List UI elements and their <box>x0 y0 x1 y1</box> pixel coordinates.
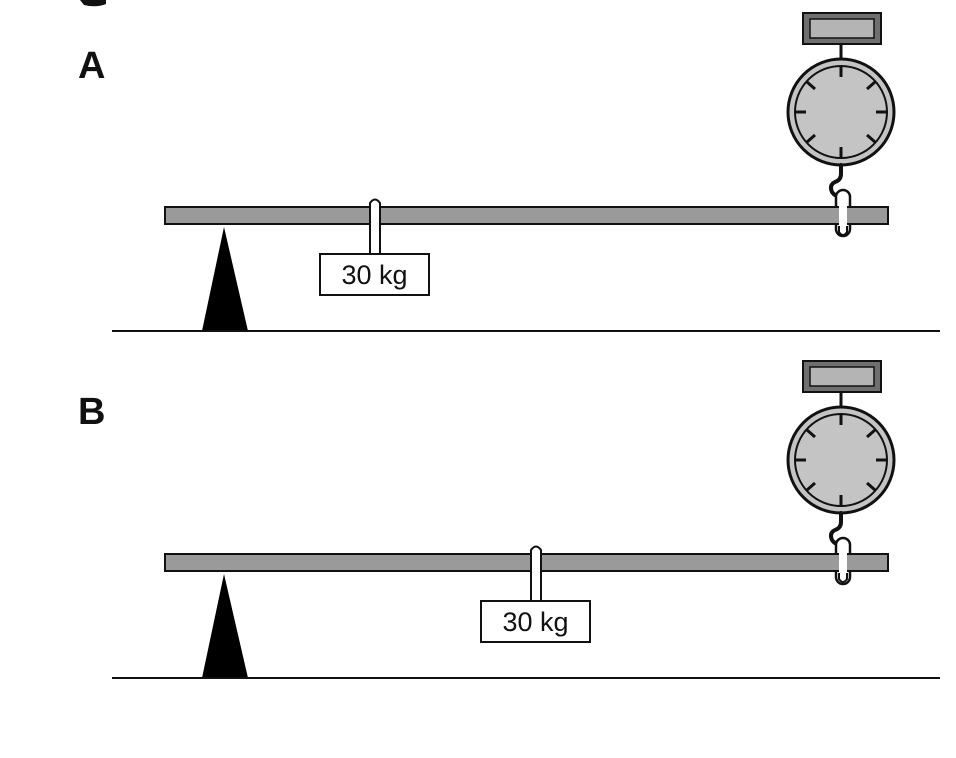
scale-dial-ticks <box>795 414 887 506</box>
scale-display-screen <box>809 18 875 39</box>
scale-loop-bottom <box>838 573 848 583</box>
beam-b <box>164 553 889 572</box>
spring-scale-a <box>786 12 896 238</box>
scale-dial-ticks <box>795 66 887 158</box>
mass-label-a: 30 kg <box>341 260 407 290</box>
cropped-label-fragment <box>80 0 106 7</box>
fulcrum-a <box>202 227 248 331</box>
panel-label-b: B <box>78 391 105 433</box>
panel-b: B 30 kg <box>78 360 940 679</box>
mass-box-b <box>480 600 591 643</box>
mass-box-a <box>319 253 430 296</box>
fulcrum-b <box>202 574 248 678</box>
mass-label-b: 30 kg <box>502 607 568 637</box>
panel-a: A 30 kg <box>78 12 940 332</box>
scale-loop-front <box>839 551 847 573</box>
scale-display-screen <box>809 366 875 387</box>
beam-a <box>164 206 889 225</box>
mass-hanger-b <box>530 545 542 602</box>
scale-loop-bottom <box>838 226 848 236</box>
scale-loop-front <box>839 204 847 226</box>
spring-scale-b <box>786 360 896 586</box>
mass-hanger-a <box>369 198 381 255</box>
panel-label-a: A <box>78 45 105 87</box>
